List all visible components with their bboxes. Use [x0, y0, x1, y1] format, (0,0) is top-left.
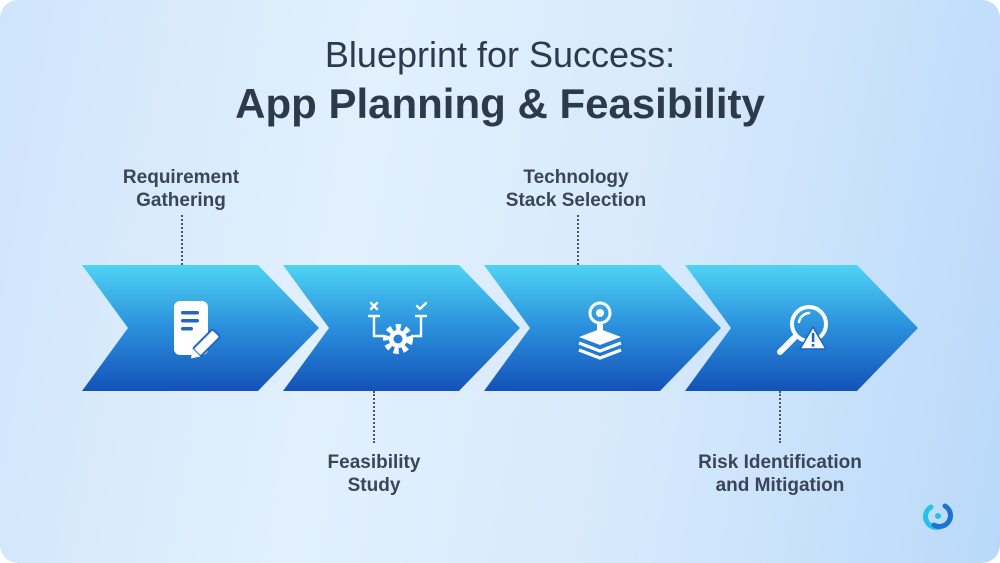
- step-4-label: Risk Identification and Mitigation: [660, 451, 900, 497]
- step-3-label-line-1: Technology: [523, 167, 629, 188]
- title-line-2: App Planning & Feasibility: [235, 80, 765, 127]
- step-1-label-line-2: Gathering: [136, 190, 226, 211]
- step-4-label-line-1: Risk Identification: [698, 452, 862, 473]
- step-2-connector: [373, 391, 375, 443]
- document-edit-icon: [174, 301, 221, 359]
- step-2-label: Feasibility Study: [254, 451, 494, 497]
- step-2-label-line-2: Study: [347, 475, 401, 496]
- step-1-connector: [181, 215, 183, 265]
- step-3-label: Technology Stack Selection: [456, 166, 696, 212]
- gear-check-icon: [368, 301, 428, 354]
- tech-stack-icon: [578, 301, 622, 360]
- brand-logo-icon: [923, 503, 953, 530]
- step-2-label-line-1: Feasibility: [327, 452, 421, 473]
- step-2-chevron: [283, 265, 520, 391]
- step-4-connector: [779, 391, 781, 443]
- step-4-label-line-2: and Mitigation: [715, 475, 845, 496]
- step-3-connector: [577, 215, 579, 265]
- title-line-1: Blueprint for Success:: [324, 34, 676, 75]
- step-1-label-line-1: Requirement: [122, 167, 240, 188]
- step-3-label-line-2: Stack Selection: [505, 190, 647, 211]
- step-4-chevron: [685, 265, 918, 391]
- step-1-label: Requirement Gathering: [61, 166, 301, 212]
- risk-search-icon: [777, 305, 828, 355]
